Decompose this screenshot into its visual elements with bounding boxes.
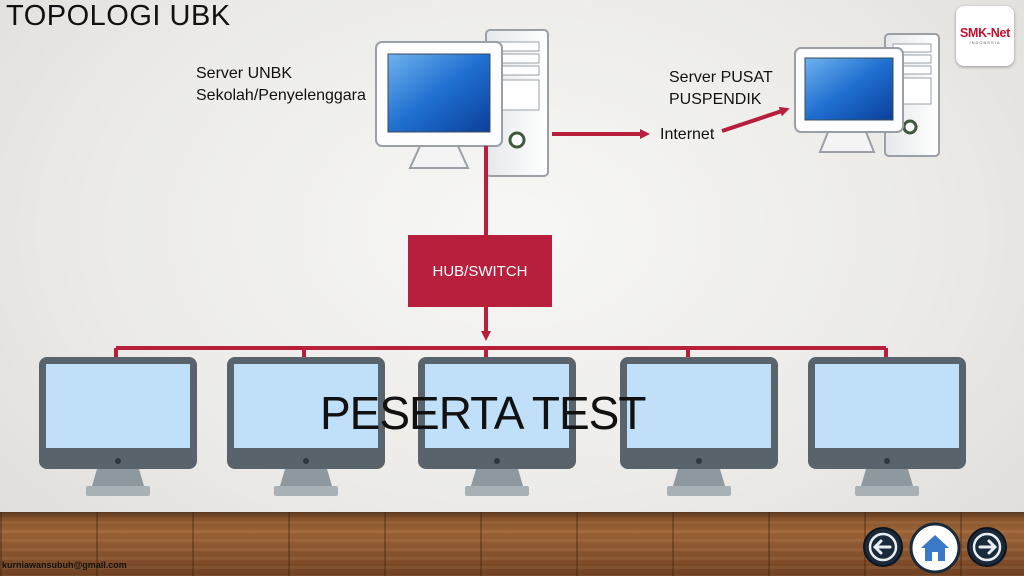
server-unbk-icon [375, 29, 549, 177]
next-button[interactable] [966, 526, 1008, 568]
logo-brand: SMK-Net [960, 26, 1010, 40]
client-monitor-5-icon [808, 357, 966, 496]
server-unbk-label: Server UNBK Sekolah/Penyelenggara [196, 63, 366, 107]
client-monitor-3-icon [418, 357, 576, 496]
server-pusat-label: Server PUSAT PUSPENDIK [669, 67, 773, 111]
logo-sub: INDONESIA [969, 40, 1001, 45]
server-pusat-label-line1: Server PUSAT [669, 69, 773, 86]
server-pusat-label-line2: PUSPENDIK [669, 91, 762, 108]
author-email: kurniawansubuh@gmail.com [2, 560, 127, 570]
link-to-pusat [721, 106, 790, 133]
server-pusat-icon [794, 33, 940, 157]
hub-switch-label: HUB/SWITCH [432, 262, 528, 280]
client-monitor-2-icon [227, 357, 385, 496]
prev-arrow-icon [863, 527, 903, 567]
hub-switch-box: HUB/SWITCH [408, 235, 552, 307]
home-icon [909, 522, 961, 574]
internet-label: Internet [660, 126, 715, 143]
clients-label: PESERTA TEST [320, 387, 646, 439]
server-unbk-label-line2: Sekolah/Penyelenggara [196, 87, 366, 104]
client-monitor-4-icon [620, 357, 778, 496]
smk-net-logo: SMK-Net INDONESIA [956, 6, 1014, 66]
server-unbk-label-line1: Server UNBK [196, 65, 293, 82]
network-links [111, 106, 891, 371]
wood-floor [0, 512, 1024, 576]
slide-title: TOPOLOGI UBK [6, 0, 231, 32]
client-monitor-1-icon [39, 357, 197, 496]
next-arrow-icon [967, 527, 1007, 567]
home-button[interactable] [909, 522, 961, 574]
prev-button[interactable] [862, 526, 904, 568]
